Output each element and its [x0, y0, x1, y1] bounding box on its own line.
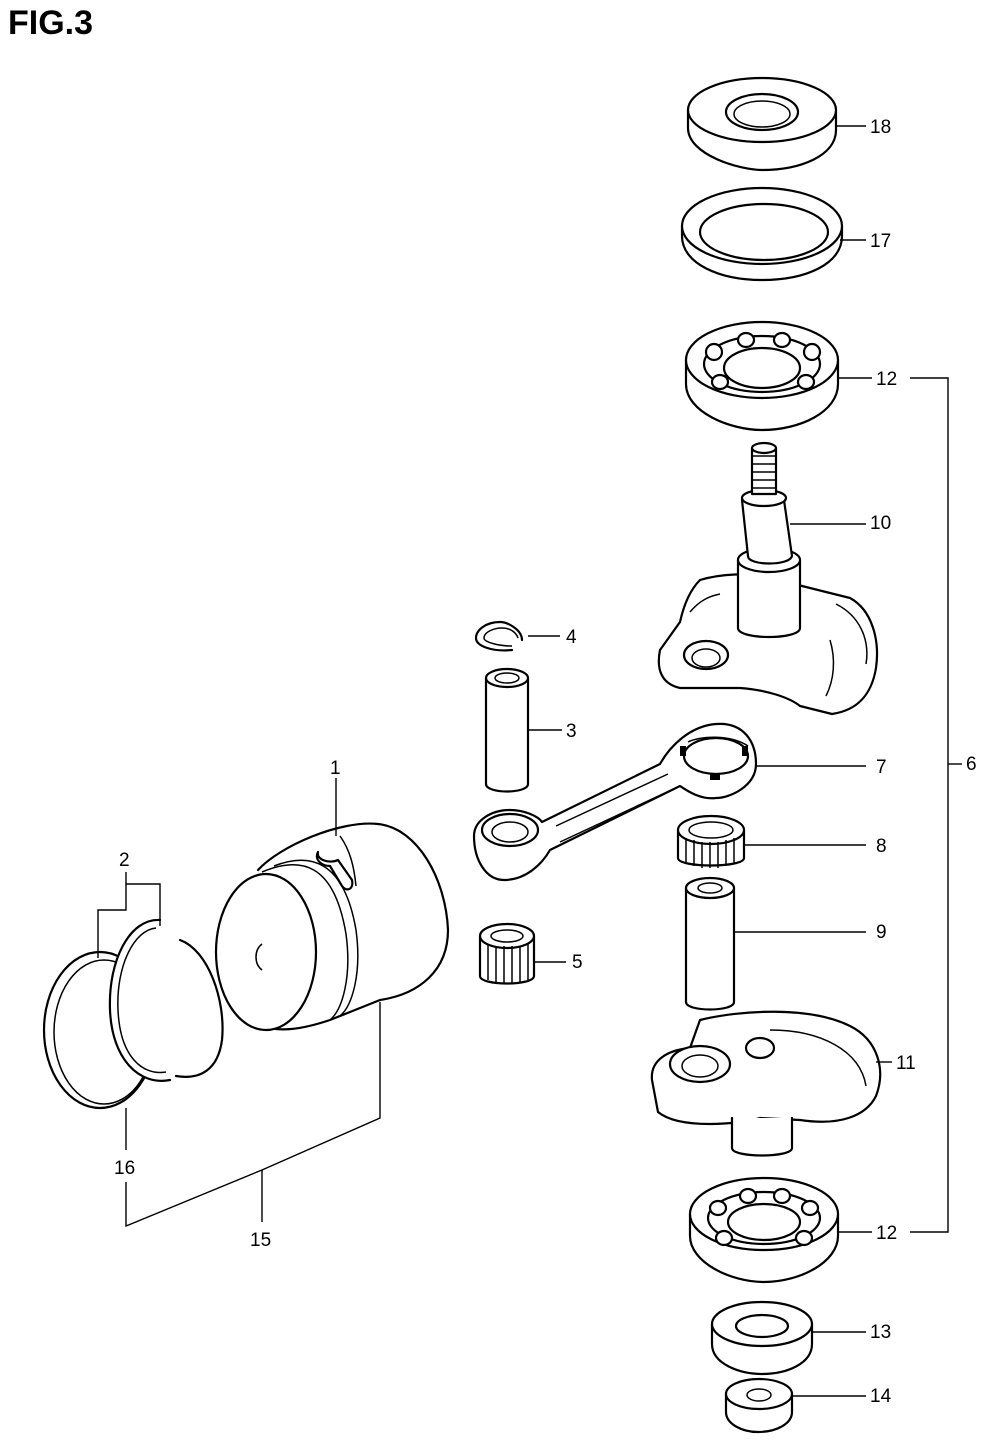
callout-4: 4 — [566, 627, 577, 648]
callout-15: 17 — [870, 231, 891, 252]
callout-17: 15 — [250, 1230, 271, 1251]
leader-lines — [97, 125, 962, 1397]
callout-16: 18 — [870, 117, 891, 138]
callout-12-upper: 12 — [876, 369, 897, 390]
callout-14: 14 — [870, 1386, 892, 1407]
callout-5: 5 — [572, 952, 583, 973]
figure-title: FIG.3 — [8, 4, 94, 42]
callout-labels: 18 17 12 10 4 3 7 6 8 9 5 11 12 13 14 1 … — [114, 117, 977, 1407]
crank-pin-part-9 — [684, 876, 736, 1011]
callout-8: 8 — [876, 836, 887, 857]
callout-1: 1 — [330, 758, 341, 779]
connecting-rod-part-7 — [472, 722, 758, 882]
oil-seal-part-16 — [686, 76, 838, 172]
lower-crankshaft-part-11 — [650, 1010, 882, 1157]
piston-ring-part-2 — [108, 918, 224, 1082]
circlip-part-4 — [474, 620, 524, 652]
seal-part-13 — [710, 1300, 814, 1376]
callout-10: 10 — [870, 513, 891, 534]
callout-18: 16 — [114, 1158, 135, 1179]
piston-pin-part-3 — [484, 667, 530, 793]
nut-part-14 — [724, 1377, 794, 1434]
needle-bearing-part-5 — [478, 922, 536, 985]
callout-2: 2 — [119, 850, 130, 871]
callout-6: 6 — [966, 754, 977, 775]
upper-crankshaft-part-10 — [657, 441, 879, 716]
callout-11: 11 — [896, 1053, 916, 1074]
gasket-ring-part-15 — [680, 186, 844, 282]
ball-bearing-lower-part-12 — [688, 1176, 840, 1284]
callout-12-lower: 12 — [876, 1223, 897, 1244]
callout-7: 7 — [876, 757, 887, 778]
piston-part-1 — [214, 822, 450, 1032]
needle-bearing-part-8 — [676, 814, 746, 868]
callout-9: 9 — [876, 922, 887, 943]
callout-13: 13 — [870, 1322, 891, 1343]
callout-3: 3 — [566, 721, 577, 742]
ball-bearing-upper-part-12 — [684, 320, 840, 432]
